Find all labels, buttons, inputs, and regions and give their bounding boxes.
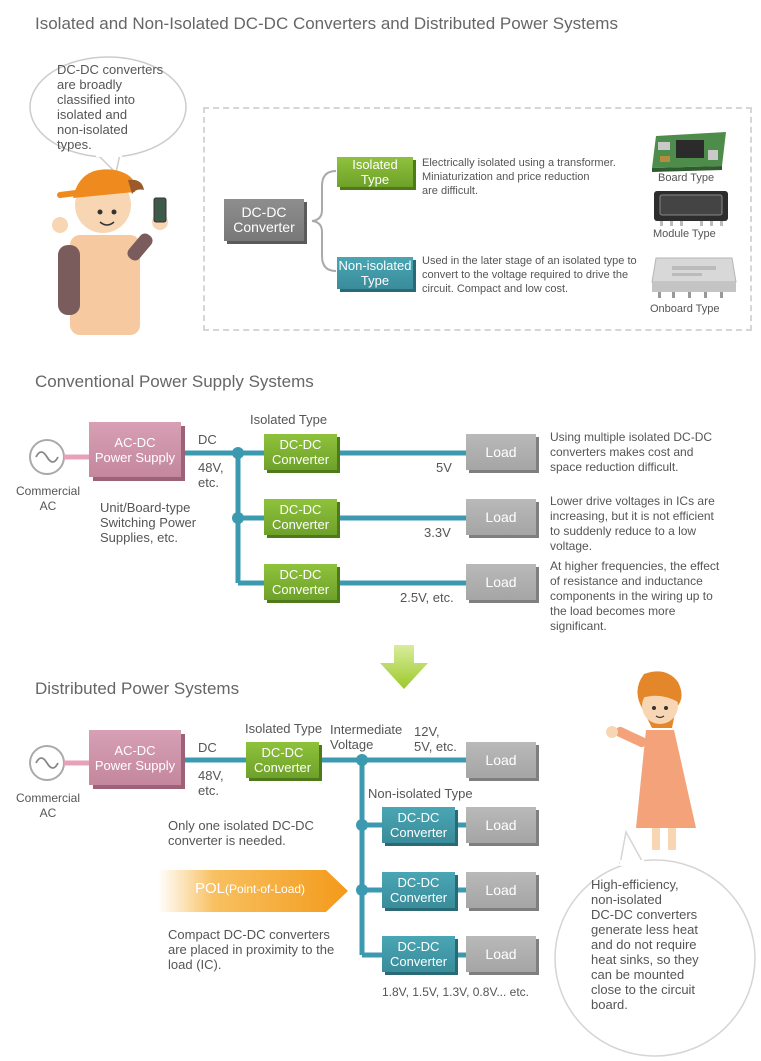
section3-title: Distributed Power Systems: [35, 679, 240, 698]
speech-text: DC-DC converters are broadly classified …: [57, 62, 164, 152]
intermediate-voltage-label: Intermediate Voltage: [330, 722, 403, 752]
conventional-wiring: [29, 439, 466, 586]
output-voltage-label: 2.5V, etc.: [400, 590, 454, 605]
section2-title: Conventional Power Supply Systems: [35, 372, 314, 391]
speech-bubble: [554, 829, 756, 1057]
input-voltage-label: 48V, etc.: [198, 768, 224, 798]
load-box: Load: [466, 742, 536, 778]
non-isolated-type-description: Used in the later stage of an isolated t…: [422, 255, 637, 295]
speech-bubble: [29, 56, 187, 175]
pol-label: POL(Point-of-Load): [195, 880, 305, 898]
isolated-type-header: Isolated Type: [250, 412, 328, 427]
pol-converter-box: DC-DC Converter: [382, 936, 455, 972]
isolated-type-header: Isolated Type: [245, 721, 323, 736]
isolated-dc-dc-converter-box: DC-DC Converter: [246, 742, 319, 778]
down-arrow-icon: [380, 645, 428, 689]
section1-title: Isolated and Non-Isolated DC-DC Converte…: [35, 14, 618, 33]
module-type-image: [654, 191, 728, 226]
speech-text: High-efficiency, non-isolated DC-DC conv…: [591, 877, 699, 1012]
dc-label: DC: [198, 740, 217, 755]
board-type-label: Board Type: [658, 172, 715, 184]
onboard-type-label: Onboard Type: [650, 303, 720, 315]
load-box: Load: [466, 564, 536, 600]
load-box: Load: [466, 807, 536, 843]
dc-dc-converter-box: DC-DC Converter: [264, 564, 337, 600]
girl-character-illustration: [606, 671, 696, 850]
commercial-ac-label: Commercial AC: [15, 484, 80, 513]
distributed-wiring: [29, 745, 466, 958]
ac-dc-power-supply-box: AC-DC Power Supply: [89, 422, 181, 477]
pol-main-text: POL: [195, 880, 226, 897]
ac-dc-power-supply-box: AC-DC Power Supply: [89, 730, 181, 785]
compact-converters-note: Compact DC-DC converters are placed in p…: [168, 927, 335, 972]
non-isolated-type-box: Non-isolated Type: [337, 257, 413, 289]
module-type-label: Module Type: [653, 228, 716, 240]
switching-power-supplies-note: Unit/Board-type Switching Power Supplies…: [100, 500, 197, 545]
pol-converter-box: DC-DC Converter: [382, 872, 455, 908]
problem-note: Lower drive voltages in ICs are increasi…: [550, 494, 715, 553]
load-box: Load: [466, 499, 536, 535]
pol-sub-text: (Point-of-Load): [225, 882, 306, 896]
isolated-type-description: Electrically isolated using a transforme…: [422, 157, 616, 197]
only-one-converter-note: Only one isolated DC-DC converter is nee…: [168, 818, 314, 848]
load-box: Load: [466, 936, 536, 972]
dc-dc-converter-root-box: DC-DC Converter: [224, 199, 304, 241]
load-box: Load: [466, 434, 536, 470]
pol-arrow-banner: [158, 870, 348, 912]
pol-converter-box: DC-DC Converter: [382, 807, 455, 843]
isolated-type-box: Isolated Type: [337, 157, 413, 187]
non-isolated-type-header: Non-isolated Type: [368, 786, 473, 801]
input-voltage-label: 48V, etc.: [198, 460, 224, 490]
brace: [311, 170, 337, 272]
main-voltage-label: 12V, 5V, etc.: [414, 724, 457, 754]
commercial-ac-label: Commercial AC: [15, 791, 80, 820]
output-voltage-label: 3.3V: [424, 525, 451, 540]
boy-character-illustration: [52, 169, 168, 335]
load-box: Load: [466, 872, 536, 908]
dc-label: DC: [198, 432, 217, 447]
classification-frame: [203, 107, 752, 331]
dc-dc-converter-box: DC-DC Converter: [264, 434, 337, 470]
output-voltage-label: 5V: [436, 460, 452, 475]
problem-note: At higher frequencies, the effect of res…: [550, 559, 720, 633]
pol-voltages-label: 1.8V, 1.5V, 1.3V, 0.8V... etc.: [382, 985, 530, 999]
problem-note: Using multiple isolated DC-DC converters…: [550, 430, 713, 474]
onboard-type-image: [651, 257, 737, 298]
dc-dc-converter-box: DC-DC Converter: [264, 499, 337, 535]
board-type-image: [652, 132, 726, 172]
